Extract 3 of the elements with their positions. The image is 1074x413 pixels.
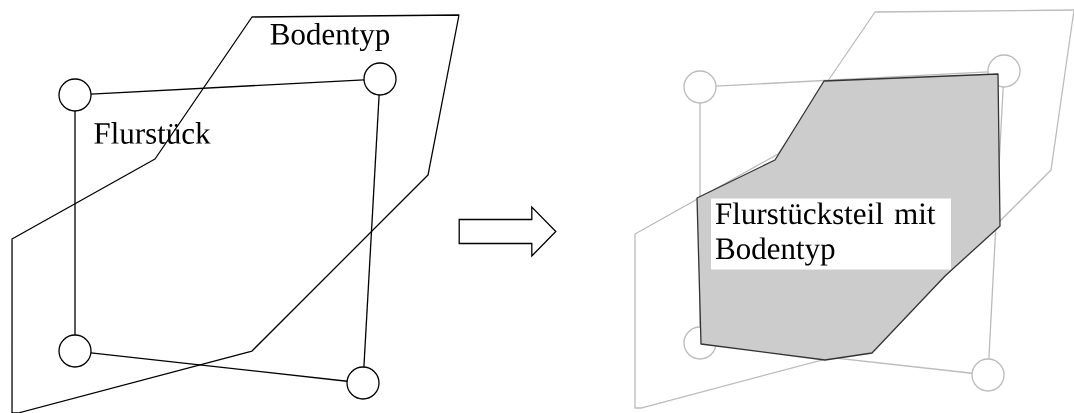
block-arrow	[458, 205, 557, 258]
area-label: Bodentyp	[270, 22, 390, 52]
area-label: Flurstücksteil mit Bodentyp	[711, 198, 951, 270]
